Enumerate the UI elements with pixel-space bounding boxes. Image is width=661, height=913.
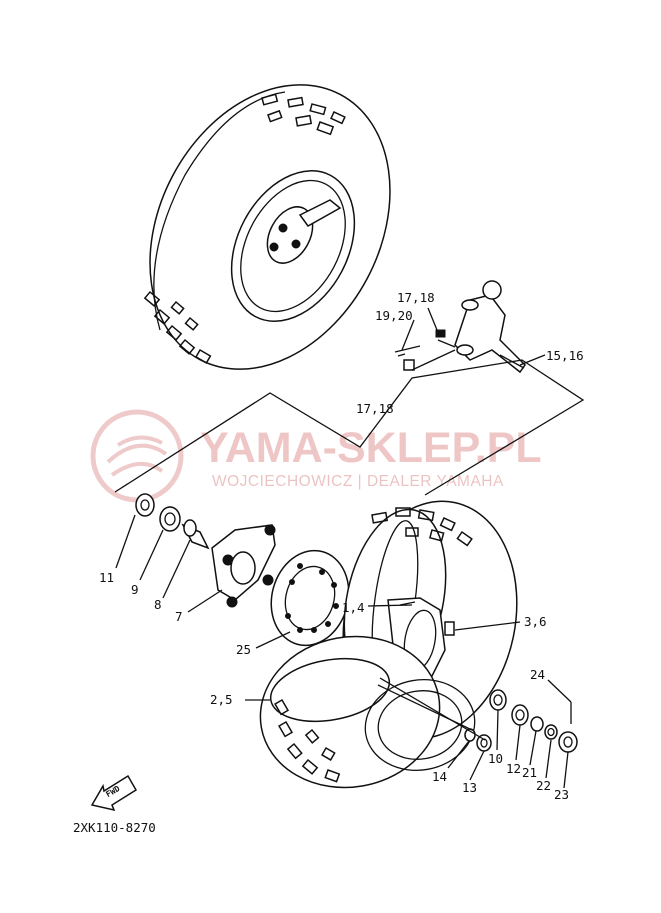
knuckle-upper-mount <box>461 299 479 311</box>
top-hub-bolt-icon <box>278 223 288 233</box>
leader-lines <box>115 514 572 789</box>
cotter-pin-upper <box>394 345 421 353</box>
hub-stud-icon <box>264 524 276 536</box>
hub-center <box>230 551 256 585</box>
steering-knuckle-assembly <box>394 280 546 374</box>
callout-label: 17,18 <box>356 401 394 416</box>
callout-label: 17,18 <box>397 290 435 305</box>
collar-12 <box>511 704 529 726</box>
bearing-10 <box>489 689 507 711</box>
knuckle-lower-mount <box>456 344 474 356</box>
callout-label: 24 <box>530 667 545 682</box>
castle-nut-23 <box>558 731 578 753</box>
watermark-subtitle: WOJCIECHOWICZ | DEALER YAMAHA <box>212 473 504 490</box>
top-wheel-assembly <box>143 84 391 370</box>
callout-label: 14 <box>432 769 447 784</box>
callout-label: 25 <box>236 642 251 657</box>
top-hub-bolt-icon <box>269 242 279 252</box>
bearing <box>159 506 181 532</box>
nut-13 <box>476 734 492 752</box>
diagram-code: 2XK110-8270 <box>73 820 156 835</box>
washer-22 <box>544 724 558 740</box>
watermark-title: YAMA-SKLEP.PL <box>200 424 542 472</box>
top-hub-bolt-icon <box>291 239 301 249</box>
callout-label: 8 <box>154 597 162 612</box>
oil-seal <box>135 493 155 517</box>
callout-label: 9 <box>131 582 139 597</box>
callout-label: 15,16 <box>546 348 584 363</box>
hub-stud-icon <box>262 574 274 586</box>
forward-arrow-icon <box>90 774 138 812</box>
callout-label: 21 <box>522 765 537 780</box>
fwd-arrow: FWD <box>90 774 138 812</box>
bottom-wheel-assembly <box>259 500 518 789</box>
callout-label: 11 <box>99 570 114 585</box>
top-hub <box>266 206 314 264</box>
callout-label: 3,6 <box>524 614 547 629</box>
bottom-tire-tread <box>274 507 473 783</box>
top-tire-tread-edge <box>153 91 286 331</box>
castle-nut-upper <box>435 329 446 338</box>
callout-label: 10 <box>488 751 503 766</box>
callout-label: 2,5 <box>210 692 233 707</box>
front-rim-outer <box>364 679 476 771</box>
castle-nut-lower <box>403 359 415 371</box>
knuckle-ball-joint <box>482 280 502 300</box>
callout-label: 23 <box>554 787 569 802</box>
callout-label: 12 <box>506 761 521 776</box>
watermark-logo-wave-icon <box>106 435 168 477</box>
callout-label: 22 <box>536 778 551 793</box>
callout-label: 1,4 <box>342 600 365 615</box>
valve <box>444 621 455 636</box>
watermark-logo-icon <box>90 409 184 503</box>
callout-labels: 17,18 19,20 15,16 17,18 11 9 8 7 1,4 3,6… <box>99 290 584 802</box>
top-hub-bracket <box>298 199 342 227</box>
top-tire-tread <box>143 93 346 364</box>
callout-label: 19,20 <box>375 308 413 323</box>
axle-guideline <box>114 359 585 496</box>
washer-21 <box>530 716 544 732</box>
top-rim-inner <box>240 179 346 313</box>
watermark: YAMA-SKLEP.PL WOJCIECHOWICZ | DEALER YAM… <box>90 409 542 503</box>
hub-stud-icon <box>226 596 238 608</box>
hub-small-parts <box>135 493 350 647</box>
callout-label: 7 <box>175 609 183 624</box>
callout-label: 13 <box>462 780 477 795</box>
